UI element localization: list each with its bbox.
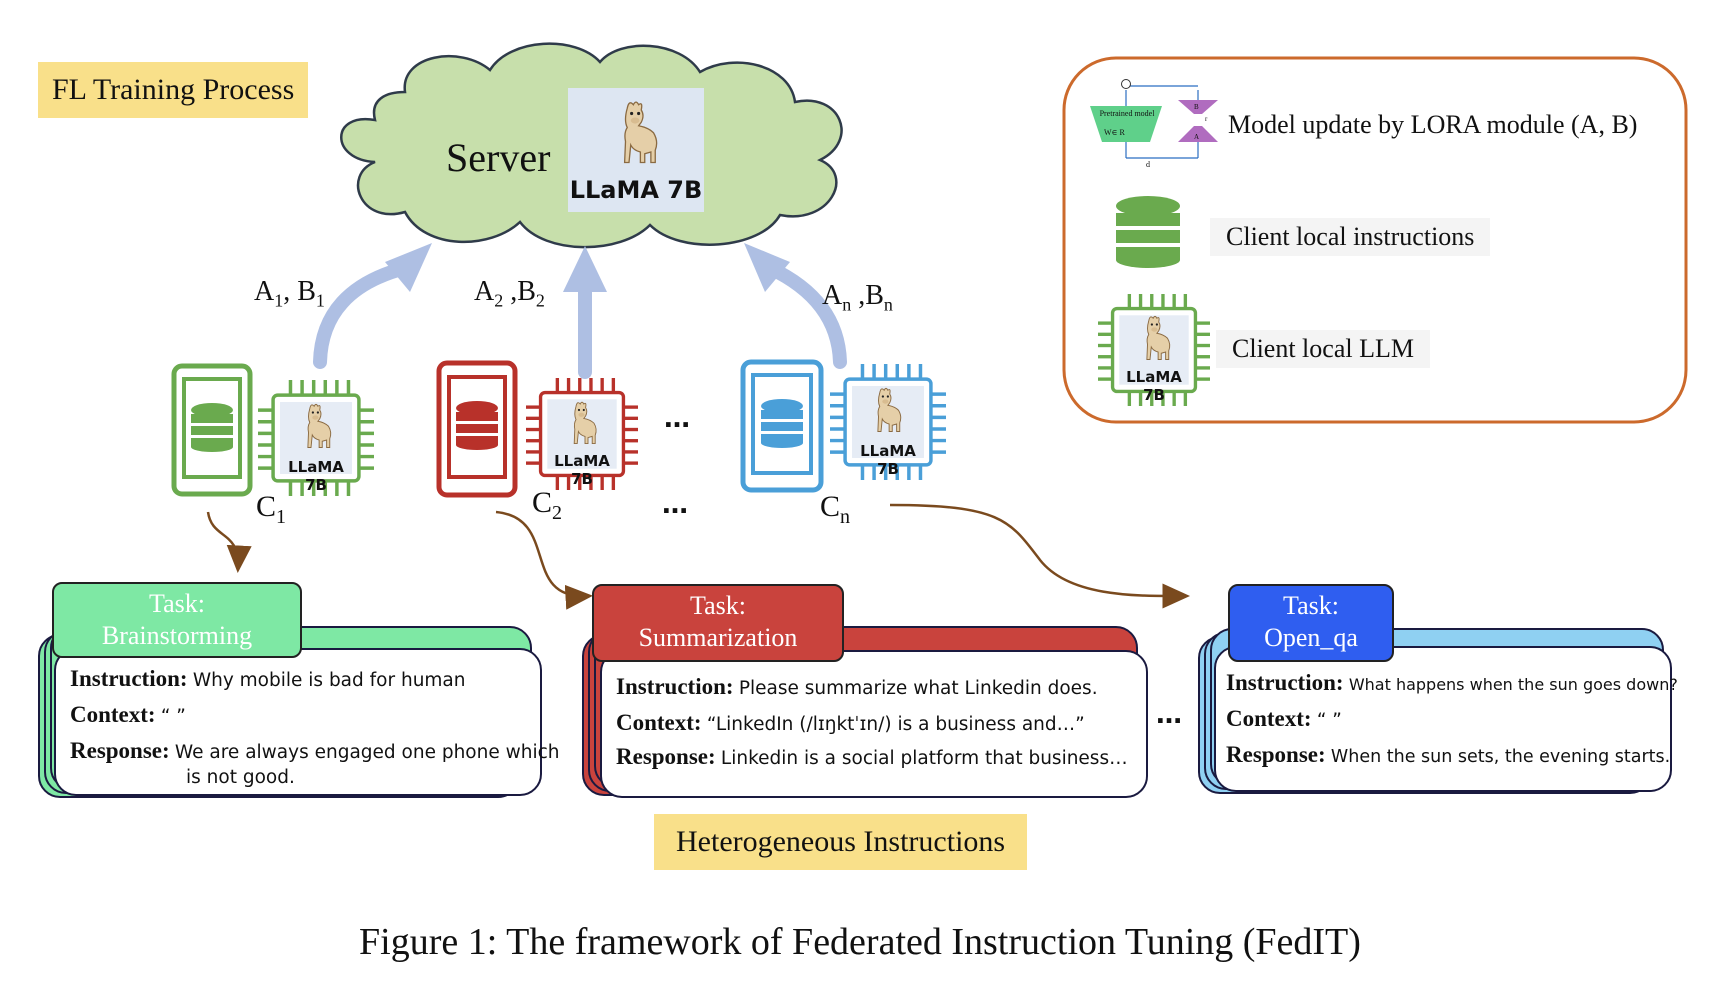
clientn-model-label: LLaMA 7B: [860, 442, 916, 478]
lora-diagram-icon: [1082, 78, 1230, 168]
task-connectors: [206, 503, 1190, 610]
client1-db: [191, 403, 233, 452]
task-tab-3: Task: Open_qa: [1228, 584, 1394, 662]
task3-instruction: Instruction: What happens when the sun g…: [1226, 670, 1678, 695]
task3-context: Context: “ ”: [1226, 706, 1342, 731]
upload-label-2: A2 ,B2: [474, 276, 545, 311]
upload-label-n: An ,Bn: [822, 280, 893, 315]
lora-pretrained-label: Pretrained model: [1099, 109, 1155, 118]
task3-response: Response: When the sun sets, the evening…: [1226, 742, 1671, 767]
task1-response-cont: is not good.: [186, 767, 295, 788]
task-tab-2: Task: Summarization: [592, 584, 844, 662]
ellipsis-clients: …: [662, 490, 688, 520]
clientn-device: [740, 359, 824, 493]
upload-label-1: A1, B1: [254, 276, 325, 311]
ellipsis-chips: …: [664, 404, 690, 434]
lora-dmodel-label: d: [1146, 160, 1150, 169]
database-icon: [1116, 196, 1180, 268]
figure-caption: Figure 1: The framework of Federated Ins…: [359, 921, 1361, 963]
legend-instructions-text: Client local instructions: [1210, 218, 1491, 256]
task1-context: Context: “ ”: [70, 702, 186, 727]
lora-r-label: r: [1205, 115, 1208, 123]
upload-arrows: [313, 261, 847, 379]
task2-context: Context: “LinkedIn (/lɪŋktˈɪn/) is a bus…: [616, 710, 1085, 735]
legend-lora-text: Model update by LORA module (A, B): [1228, 110, 1638, 139]
legend-llm-text: Client local LLM: [1216, 330, 1430, 368]
client2-model-label: LLaMA 7B: [554, 452, 610, 488]
lora-weight-label: W∈ R: [1104, 128, 1125, 137]
clientn-label: Cn: [820, 490, 851, 528]
server-model-label: LLaMA 7B: [569, 176, 703, 204]
task2-instruction: Instruction: Please summarize what Linke…: [616, 674, 1098, 699]
ellipsis-tasks: …: [1156, 700, 1182, 730]
fl-training-label: FL Training Process: [38, 62, 309, 118]
task1-instruction: Instruction: Why mobile is bad for human: [70, 666, 466, 691]
task1-response: Response: We are always engaged one phon…: [70, 738, 560, 763]
lora-a-label: A: [1194, 133, 1200, 141]
clientn-db: [761, 399, 803, 448]
task2-response: Response: Linkedin is a social platform …: [616, 744, 1128, 769]
client1-label: C1: [256, 490, 287, 528]
client2-device: [436, 360, 518, 498]
upload-arrowheads: [385, 243, 790, 292]
task-card-1: Instruction: Why mobile is bad for human…: [54, 648, 560, 796]
lora-b-label: B: [1194, 103, 1199, 111]
client2-label: C2: [532, 486, 563, 524]
client2-db: [456, 401, 498, 450]
task-tab-1: Task: Brainstorming: [52, 582, 302, 658]
task-card-2: Instruction: Please summarize what Linke…: [600, 650, 1148, 798]
legend-chip-model-label: LLaMA 7B: [1126, 368, 1182, 404]
client1-device: [171, 363, 253, 497]
server-title: Server: [446, 135, 551, 180]
heterogeneous-label: Heterogeneous Instructions: [654, 814, 1028, 870]
task-card-3: Instruction: What happens when the sun g…: [1214, 646, 1678, 792]
client1-model-label: LLaMA 7B: [288, 458, 344, 494]
